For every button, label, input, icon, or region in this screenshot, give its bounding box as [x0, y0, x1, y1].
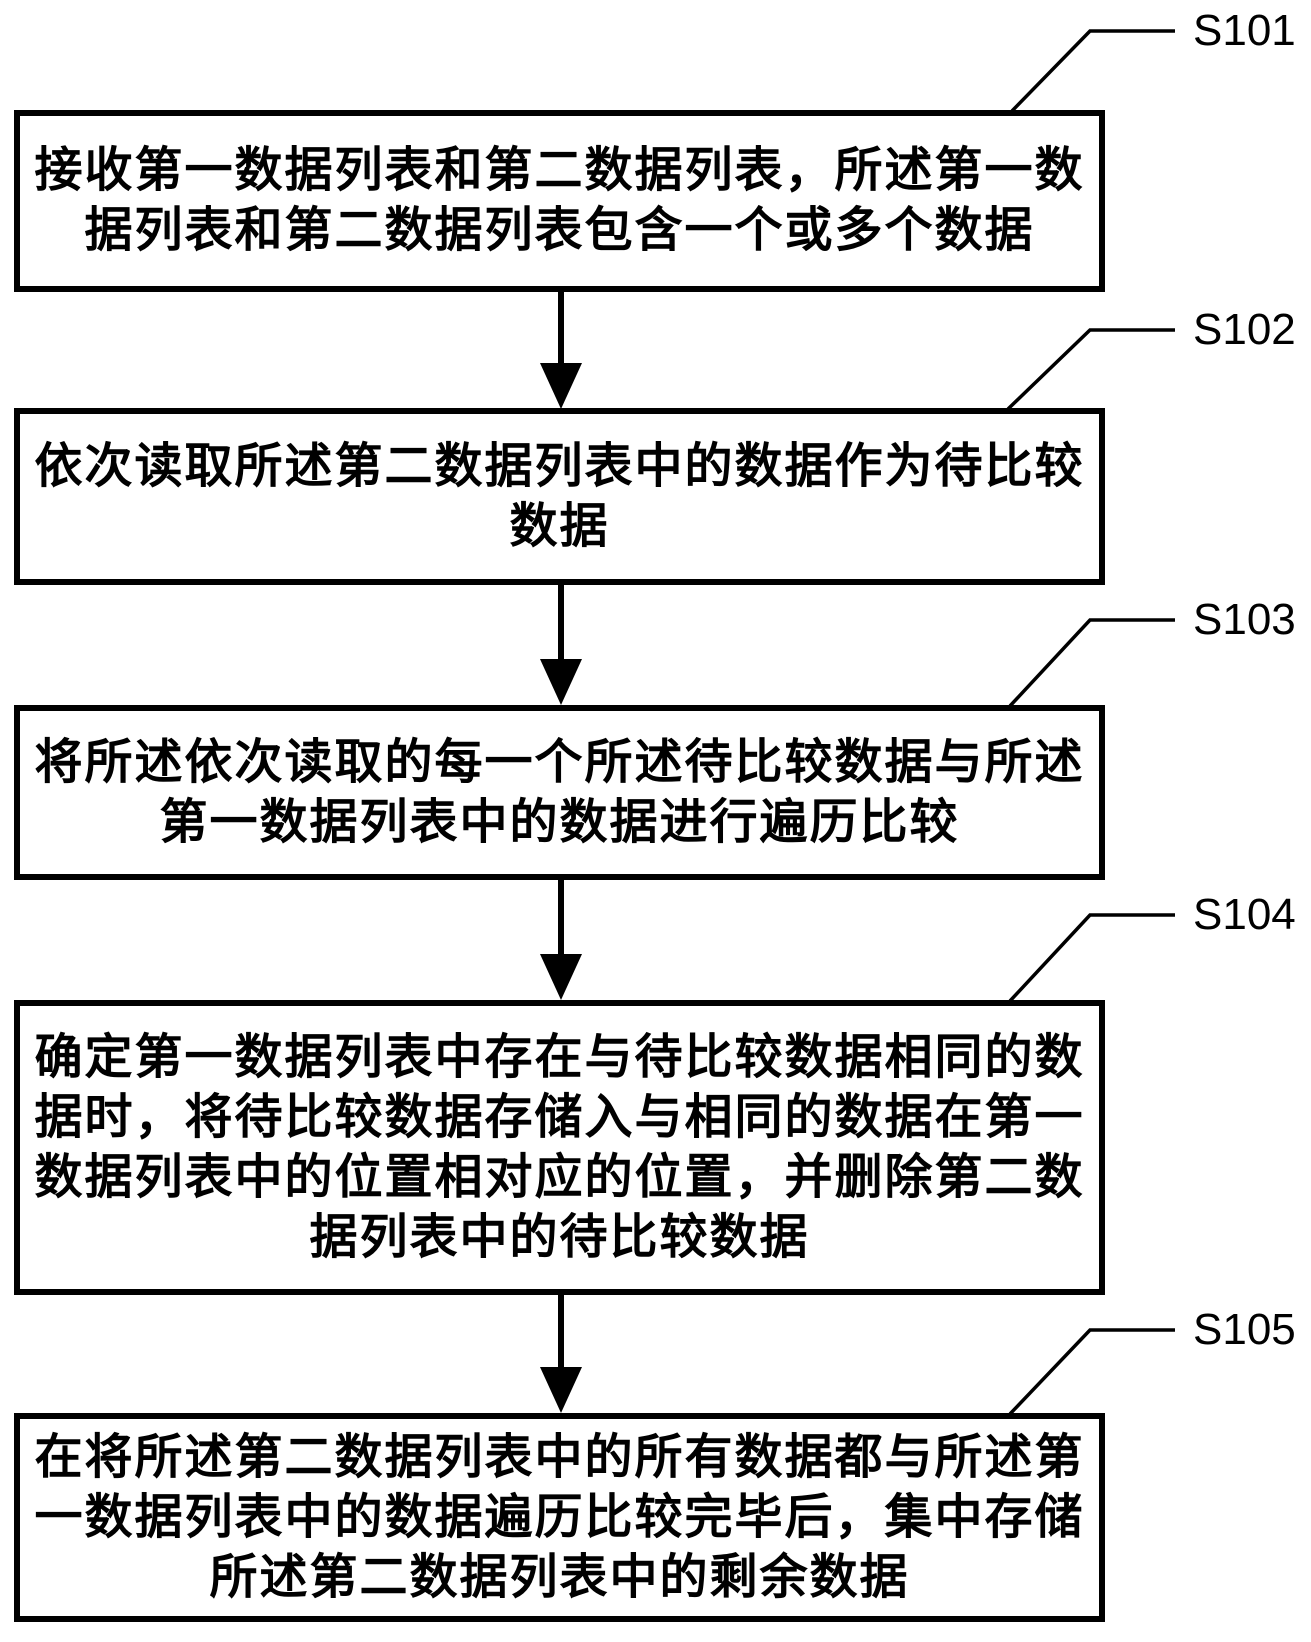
leader-line-s101: [1010, 29, 1175, 113]
flow-arrow-head-1: [540, 363, 582, 409]
step-box-s103: 将所述依次读取的每一个所述待比较数据与所述 第一数据列表中的数据进行遍历比较: [14, 705, 1105, 880]
flow-arrow-head-3: [540, 954, 582, 1000]
step-box-s102: 依次读取所述第二数据列表中的数据作为待比较 数据: [14, 408, 1105, 585]
step-box-s104: 确定第一数据列表中存在与待比较数据相同的数 据时，将待比较数据存储入与相同的数据…: [14, 1000, 1105, 1295]
leader-line-s104: [1008, 913, 1175, 1003]
step-text-s105: 在将所述第二数据列表中的所有数据都与所述第 一数据列表中的数据遍历比较完毕后，集…: [34, 1430, 1085, 1604]
flow-arrow-line-2: [558, 583, 564, 661]
step-text-s104: 确定第一数据列表中存在与待比较数据相同的数 据时，将待比较数据存储入与相同的数据…: [34, 1030, 1085, 1264]
step-box-s101: 接收第一数据列表和第二数据列表，所述第一数 据列表和第二数据列表包含一个或多个数…: [14, 110, 1105, 292]
flow-arrow-head-2: [540, 659, 582, 705]
step-label-s104: S104: [1193, 890, 1296, 939]
step-text-s102: 依次读取所述第二数据列表中的数据作为待比较 数据: [34, 439, 1085, 553]
flow-arrow-line-4: [558, 1293, 564, 1369]
leader-line-s102: [1006, 328, 1175, 411]
step-label-s102: S102: [1193, 305, 1296, 354]
leader-line-s105: [1008, 1328, 1175, 1416]
step-box-s105: 在将所述第二数据列表中的所有数据都与所述第 一数据列表中的数据遍历比较完毕后，集…: [14, 1413, 1105, 1622]
step-label-s103: S103: [1193, 595, 1296, 644]
step-label-s105: S105: [1193, 1305, 1296, 1354]
leader-line-s103: [1008, 618, 1175, 708]
flow-arrow-line-3: [558, 878, 564, 956]
step-label-s101: S101: [1193, 6, 1296, 55]
flow-arrow-head-4: [540, 1367, 582, 1413]
flow-arrow-line-1: [558, 290, 564, 365]
step-text-s103: 将所述依次读取的每一个所述待比较数据与所述 第一数据列表中的数据进行遍历比较: [34, 735, 1085, 849]
step-text-s101: 接收第一数据列表和第二数据列表，所述第一数 据列表和第二数据列表包含一个或多个数…: [34, 144, 1085, 257]
